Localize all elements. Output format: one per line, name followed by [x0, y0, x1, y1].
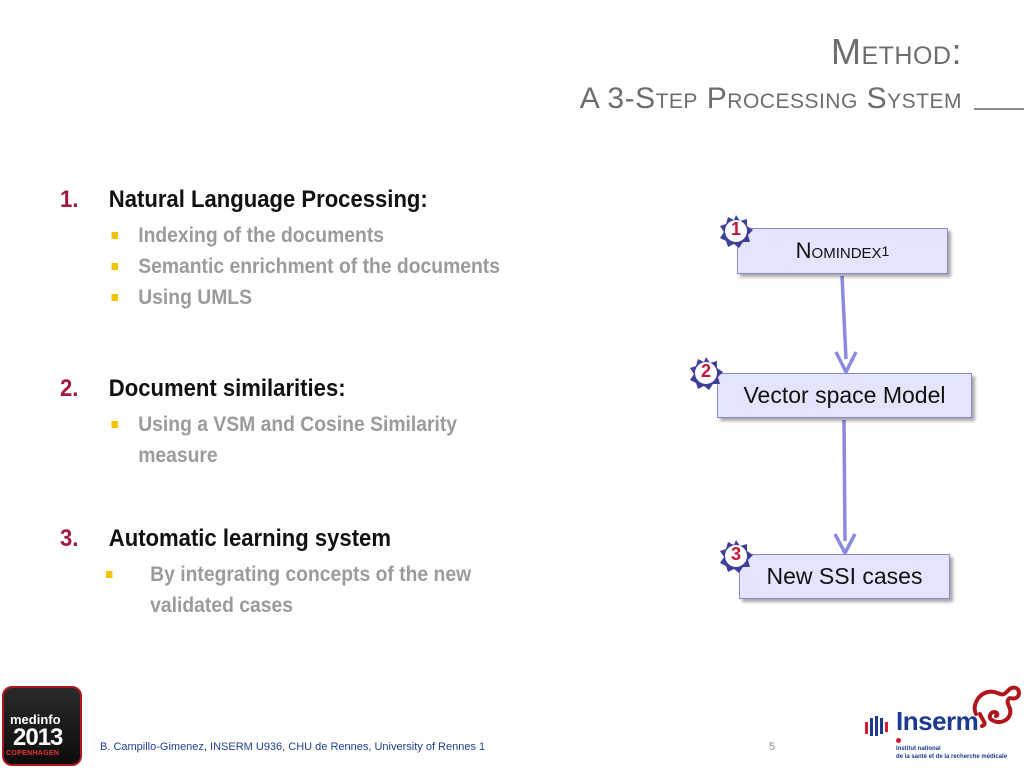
step-1-number: 1.: [60, 186, 79, 213]
vector-space-model-label: Vector space Model: [743, 382, 946, 408]
step-3-items: By integrating concepts of the new valid…: [60, 559, 580, 621]
step-badge-3-number: 3: [730, 544, 741, 564]
step-badge-1: 1: [718, 214, 754, 250]
star-badge-icon: [720, 540, 753, 573]
new-ssi-cases-label: New SSI cases: [766, 563, 923, 589]
medinfo-logo-city: COPENHAGEN: [6, 750, 60, 757]
slide-title-line1: Method:: [831, 31, 962, 72]
inserm-bars-icon: [865, 716, 888, 736]
star-badge-icon: [690, 357, 723, 390]
step-badge-3: 3: [718, 539, 754, 575]
list-item: Using a VSM and Cosine Similarity: [60, 409, 538, 440]
star-badge-icon: [720, 215, 753, 248]
list-item-continuation: measure: [138, 444, 218, 467]
inserm-dot-icon: [896, 738, 901, 743]
nomindex-label: Nomindex: [795, 238, 882, 263]
step-1-items: Indexing of the documents Semantic enric…: [60, 220, 580, 313]
list-item: Indexing of the documents: [60, 220, 538, 251]
step-badge-2-number: 2: [700, 361, 711, 381]
slide-title-line2: A 3-Step Processing System: [579, 82, 962, 115]
footer-credit: B. Campillo-Gimenez, INSERM U936, CHU de…: [100, 741, 486, 753]
list-item: By integrating concepts of the new: [60, 559, 538, 590]
medinfo-logo-text: medinfo: [10, 712, 61, 727]
arrow-2-to-3: [833, 419, 857, 557]
medinfo-logo-year: 2013: [13, 724, 63, 751]
step-1: 1. Natural Language Processing: Indexing…: [60, 186, 580, 313]
square-bullet-icon: [111, 263, 118, 270]
title-rule: [974, 108, 1024, 110]
inserm-subtitle-1: Institut national: [896, 746, 941, 752]
list-item: Semantic enrichment of the documents: [60, 251, 538, 282]
dragon-icon: [972, 685, 1021, 728]
square-bullet-icon: [106, 571, 113, 578]
step-badge-2: 2: [688, 356, 724, 392]
square-bullet-icon: [111, 294, 118, 301]
step-3-heading: Automatic learning system: [108, 525, 391, 552]
step-badge-1-number: 1: [730, 219, 741, 239]
page-number: 5: [769, 741, 776, 753]
arrow-1-to-2: [834, 275, 858, 376]
step-2-number: 2.: [60, 375, 79, 402]
new-ssi-cases-box: New SSI cases: [739, 554, 950, 599]
medinfo-2013-logo: medinfo 2013 COPENHAGEN: [2, 686, 82, 766]
square-bullet-icon: [111, 421, 118, 428]
inserm-logo: Inserm Institut national de la santé et …: [862, 684, 1022, 768]
step-2: 2. Document similarities: Using a VSM an…: [60, 375, 580, 471]
list-item: Using UMLS: [60, 282, 538, 313]
step-1-heading: Natural Language Processing:: [108, 186, 428, 213]
step-3-number: 3.: [60, 525, 79, 552]
list-item-continuation: validated cases: [150, 594, 294, 617]
square-bullet-icon: [111, 232, 118, 239]
step-2-heading: Document similarities:: [108, 375, 346, 402]
inserm-subtitle-2: de la santé et de la recherche médicale: [896, 754, 1008, 760]
step-2-items: Using a VSM and Cosine Similarity measur…: [60, 409, 580, 471]
inserm-name: Inserm: [896, 706, 979, 736]
nomindex-footnote: 1: [881, 243, 890, 259]
vector-space-model-box: Vector space Model: [717, 373, 972, 418]
slide-title: Method: A 3-Step Processing System: [580, 28, 962, 122]
step-3: 3. Automatic learning system By integrat…: [60, 525, 580, 621]
